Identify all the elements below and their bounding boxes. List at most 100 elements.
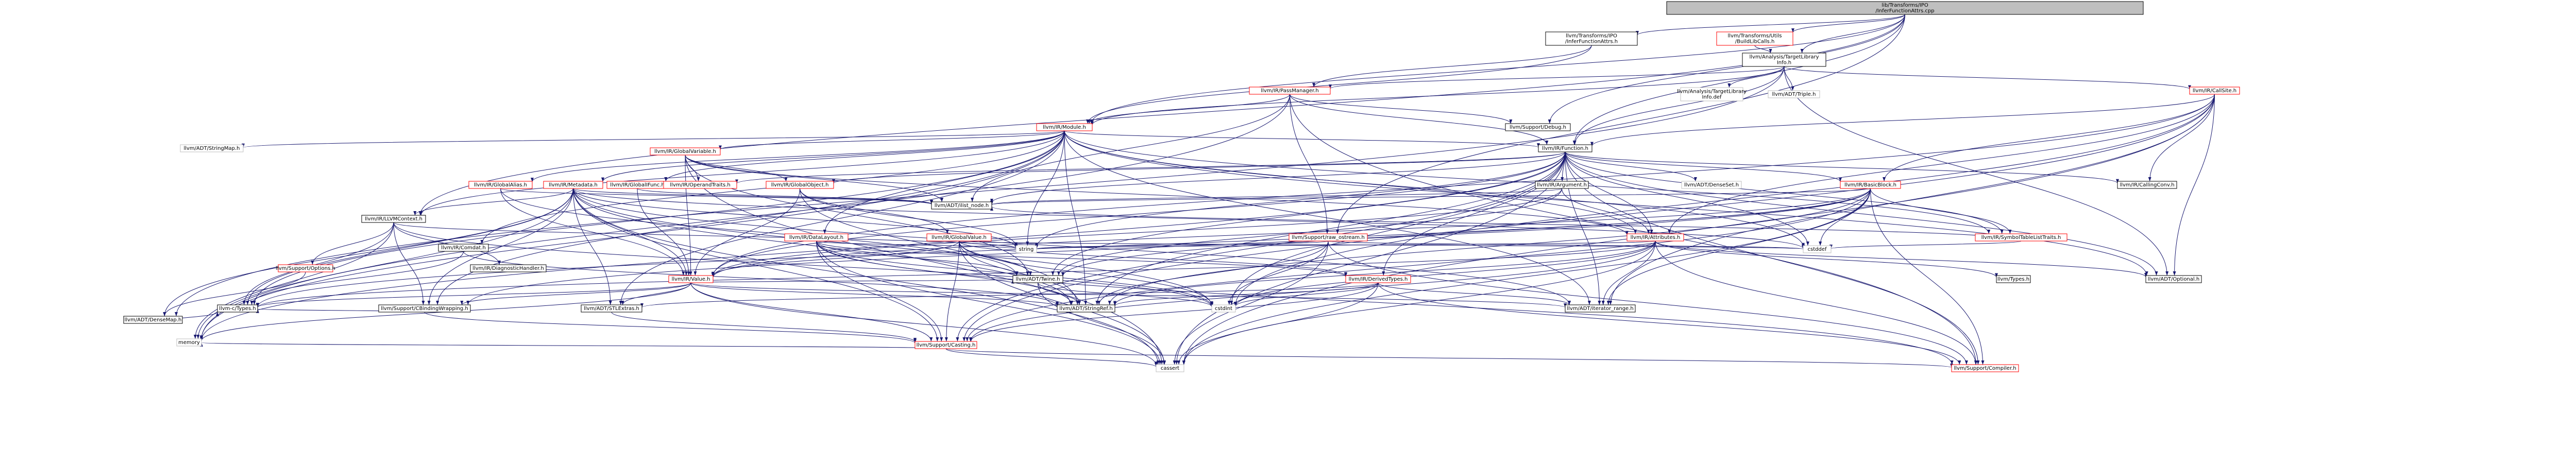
node-module[interactable]: llvm/IR/Module.h [1036, 123, 1093, 131]
node-cstddef: cstddef [1803, 245, 1832, 253]
node-supportoptions[interactable]: llvm/Support/Options.h [276, 264, 335, 272]
edge-function-to-derivedtypes [1382, 151, 1566, 276]
edge-root-to-debug [1548, 14, 1905, 124]
edge-argument-to-ilist_node [990, 188, 1562, 205]
node-optional[interactable]: llvm/ADT/Optional.h [2145, 275, 2202, 283]
node-box [581, 304, 642, 313]
edge-callsite-to-basicblock [1883, 94, 2215, 182]
node-globalvalue[interactable]: llvm/IR/GlobalValue.h [926, 233, 992, 242]
edge-function-to-densetset [1565, 151, 1697, 182]
node-root[interactable]: lib/Transforms/IPO/InferFunctionAttrs.cp… [1666, 1, 2144, 15]
node-debug[interactable]: llvm/Support/Debug.h [1505, 123, 1571, 131]
edge-cbinding-to-casting [424, 312, 917, 343]
edge-globalvalue-to-casting [944, 240, 959, 342]
edge-raw_ostream-to-cstddef [1328, 240, 1805, 250]
edge-metadata-to-ilist_node [573, 188, 933, 204]
edge-ifa_h-to-module [1086, 45, 1592, 124]
edge-globalvalue-to-string [959, 240, 1018, 249]
node-label: cstddef [1808, 247, 1827, 252]
node-basicblock[interactable]: llvm/IR/BasicBlock.h [1840, 181, 1901, 189]
node-box [2117, 181, 2177, 189]
node-raw_ostream[interactable]: llvm/Support/raw_ostream.h [1289, 233, 1368, 242]
edge-basicblock-to-cstddef [1819, 188, 1871, 246]
node-datalayout[interactable]: llvm/IR/DataLayout.h [784, 233, 849, 242]
node-function[interactable]: llvm/IR/Function.h [1538, 144, 1592, 152]
edge-passmanager-to-memory [200, 94, 1290, 340]
edge-globalalias-to-value [500, 188, 685, 276]
node-box [278, 264, 333, 272]
node-box [1975, 233, 2067, 242]
edge-function-to-cstdint [1230, 151, 1566, 305]
edge-tli-to-densemap [175, 66, 1785, 317]
edge-symboltable-to-ilist_node [990, 206, 2022, 242]
node-label: llvm/IR/Argument.h [1537, 182, 1587, 188]
node-ctypes[interactable]: llvm-c/Types.h [217, 304, 258, 313]
edge-module-to-stringmap [242, 130, 1065, 148]
node-box [1156, 364, 1184, 372]
edge-passmanager-to-raw_ostream [1290, 94, 1329, 234]
node-label: llvm/Analysis/TargetLibrary [1677, 89, 1747, 95]
node-iterator_range[interactable]: llvm/ADT/iterator_range.h [1565, 304, 1636, 313]
node-operandtraits[interactable]: llvm/IR/OperandTraits.h [663, 181, 737, 189]
node-comdat[interactable]: llvm/IR/Comdat.h [438, 244, 489, 252]
node-stringref[interactable]: llvm/ADT/StringRef.h [1057, 304, 1115, 313]
edge-llvmcontext-to-ctypes [242, 222, 394, 305]
node-box [784, 233, 849, 242]
node-globalobject[interactable]: llvm/IR/GlobalObject.h [766, 181, 834, 189]
node-globalalias[interactable]: llvm/IR/GlobalAlias.h [468, 181, 533, 189]
node-ilist_node[interactable]: llvm/ADT/ilist_node.h [931, 201, 992, 210]
node-argument[interactable]: llvm/IR/Argument.h [1535, 181, 1589, 189]
edge-raw_ostream-to-cstdint [1227, 240, 1329, 305]
edge-passmanager-to-compiler [1290, 94, 1978, 365]
edge-module-to-globalifunc [664, 130, 1065, 182]
node-box [1211, 304, 1236, 313]
edge-globalobject-to-string [800, 188, 1018, 247]
node-passmanager[interactable]: llvm/IR/PassManager.h [1249, 87, 1331, 95]
edge-metadata-to-stlextras [573, 188, 612, 305]
node-derivedtypes[interactable]: llvm/IR/DerivedTypes.h [1345, 275, 1411, 283]
edge-metadata-to-cbinding [427, 188, 573, 305]
edge-callsite-to-callingconv [2148, 94, 2215, 182]
edge-basicblock-to-compiler [1870, 188, 1985, 365]
node-metadata[interactable]: llvm/IR/Metadata.h [543, 181, 603, 189]
node-label: llvm/Support/Casting.h [917, 342, 976, 348]
edge-tli-to-callsite [1784, 66, 2191, 90]
node-twine[interactable]: llvm/ADT/Twine.h [1012, 275, 1063, 283]
node-llvmtypes[interactable]: llvm/Types.h [1996, 275, 2031, 283]
node-box [1015, 245, 1037, 253]
node-attributes[interactable]: llvm/IR/Attributes.h [1626, 233, 1684, 242]
edge-derivedtypes-to-iterator_range [1378, 282, 1571, 305]
node-cassert: cassert [1156, 364, 1184, 372]
edge-metadata-to-stringref [573, 188, 1073, 305]
node-callsite[interactable]: llvm/IR/CallSite.h [2189, 87, 2240, 95]
node-compiler[interactable]: llvm/Support/Compiler.h [1951, 364, 2019, 372]
edge-attributes-to-string [1036, 240, 1656, 250]
node-box [1742, 53, 1826, 67]
node-llvmcontext[interactable]: llvm/IR/LLVMContext.h [361, 215, 426, 223]
node-box [217, 304, 258, 313]
node-box [468, 181, 533, 189]
node-label: llvm/IR/Value.h [672, 277, 710, 282]
node-symboltable[interactable]: llvm/IR/SymbolTableListTraits.h [1975, 233, 2067, 242]
node-stlextras[interactable]: llvm/ADT/STLExtras.h [581, 304, 642, 313]
edge-metadata-to-ctypes [246, 188, 573, 305]
node-box [663, 181, 737, 189]
node-globalifunc[interactable]: llvm/IR/GlobalIFunc.h [606, 181, 668, 189]
node-label: /InferFunctionAttrs.h [1565, 39, 1618, 45]
edge-globalvariable-to-twine [685, 154, 1029, 276]
node-ifa_h[interactable]: llvm/Transforms/IPO/InferFunctionAttrs.h [1545, 31, 1638, 46]
node-buildlibcalls[interactable]: llvm/Transforms/Utils/BuildLibCalls.h [1716, 31, 1793, 46]
edge-basicblock-to-twine [1061, 188, 1871, 277]
node-diaghandler[interactable]: llvm/IR/DiagnosticHandler.h [470, 264, 547, 272]
node-cbinding[interactable]: llvm/Support/CBindingWrapping.h [378, 304, 471, 313]
edge-derivedtypes-to-cstdint [1234, 282, 1379, 307]
node-callingconv[interactable]: llvm/IR/CallingConv.h [2117, 181, 2177, 189]
node-casting[interactable]: llvm/Support/Casting.h [914, 341, 977, 349]
node-value[interactable]: llvm/IR/Value.h [668, 275, 714, 283]
node-box [1535, 181, 1589, 189]
edge-casting-to-cassert [945, 348, 1158, 368]
node-box [1680, 87, 1743, 101]
node-densemap[interactable]: llvm/ADT/DenseMap.h [123, 316, 183, 324]
node-globalvariable[interactable]: llvm/IR/GlobalVariable.h [650, 147, 721, 156]
